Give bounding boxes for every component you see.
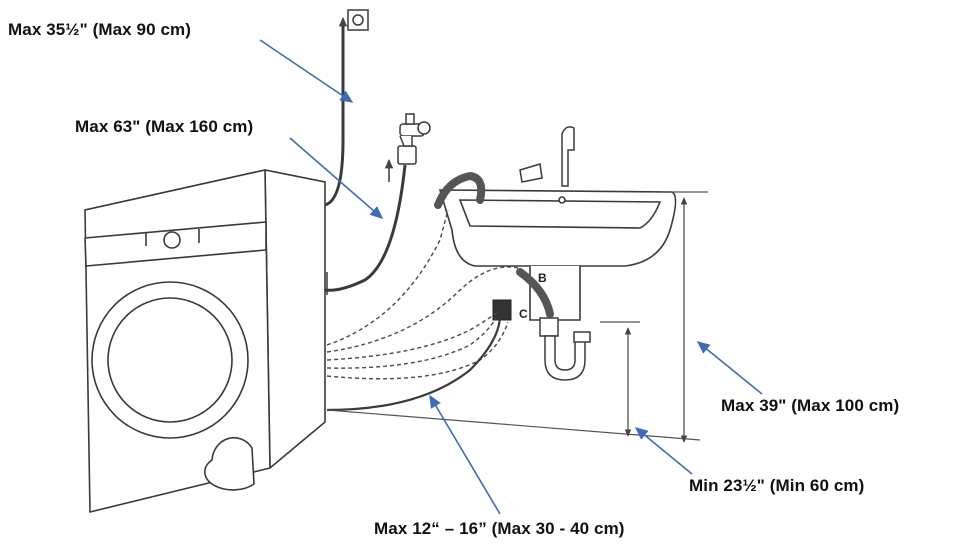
machine-side (264, 169, 326, 469)
dimension-arrows (624, 197, 688, 443)
program-dial (163, 231, 181, 249)
standpipe-min-label: Min 23½" (Min 60 cm) (689, 476, 865, 495)
callout-arrow-drain (259, 39, 354, 103)
service-hatch (203, 436, 255, 491)
callout-arrow-floor (429, 394, 501, 515)
wall-socket-icon (347, 9, 369, 31)
callout-arrows (259, 39, 763, 515)
hose-route-options (326, 209, 519, 380)
callout-arrow-sink-height (696, 341, 763, 395)
water-tap-icon (397, 113, 431, 165)
drain-hose-to-sink (516, 268, 554, 318)
faucet-icon (519, 126, 575, 187)
sink-height-max-label: Max 39" (Max 100 cm) (721, 396, 900, 415)
wall-outlet (492, 299, 512, 321)
marker-c: C (519, 307, 528, 321)
sink-icon (438, 189, 677, 321)
inlet-hose-max-label: Max 63" (Max 160 cm) (75, 117, 254, 136)
drain-hose-vertical (324, 25, 345, 207)
floor-drain-max-label: Max 12“ – 16” (Max 30 - 40 cm) (374, 519, 625, 538)
sink-bowl-edge (458, 199, 662, 229)
drain-hose-max-label: Max 35½" (Max 90 cm) (8, 20, 191, 39)
marker-b: B (538, 271, 547, 285)
inlet-hose (324, 164, 407, 292)
machine-door-inner (107, 297, 233, 423)
washing-machine-icon (84, 169, 326, 513)
callout-arrow-standpipe (634, 427, 693, 475)
floor-drain-hose (326, 317, 502, 412)
callout-arrow-inlet (289, 137, 384, 219)
p-trap-icon (539, 317, 591, 381)
